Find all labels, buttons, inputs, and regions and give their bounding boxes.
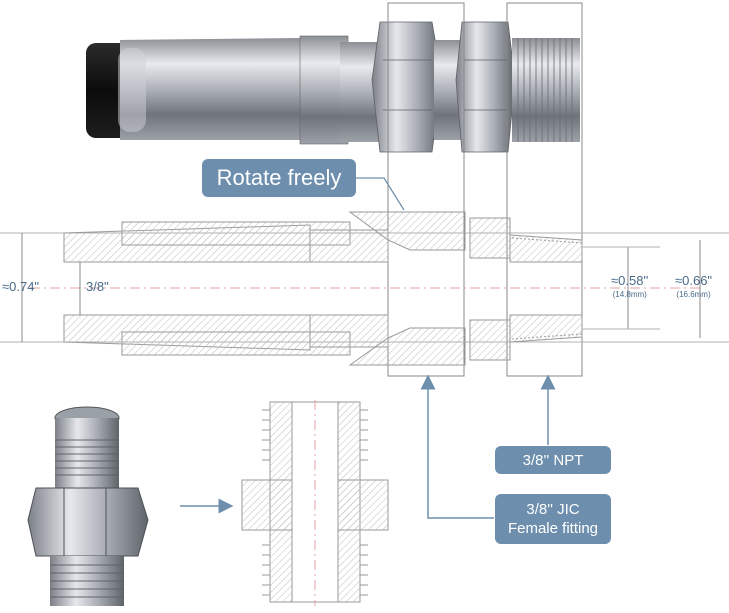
thread-minor-mm: (14.8mm) <box>612 290 647 299</box>
thread-major-mm: (16.6mm) <box>676 290 711 299</box>
jic-label-line1: 3/8'' JIC <box>526 501 580 518</box>
adapter-photo <box>27 406 149 606</box>
rotate-freely-badge: Rotate freely <box>202 159 356 197</box>
rotate-leader <box>356 177 405 211</box>
callout-arrows <box>180 374 556 519</box>
rotate-freely-label: Rotate freely <box>216 165 342 190</box>
thread-minor-value: ≈0.58'' <box>611 273 649 288</box>
thread-major-dimension: ≈0.66" (16.6mm) <box>675 274 712 302</box>
npt-label: 3/8'' NPT <box>522 451 584 469</box>
npt-badge: 3/8'' NPT <box>495 446 611 474</box>
hose-photo <box>86 21 580 153</box>
outer-hose-dimension: ≈0.74" <box>2 279 40 294</box>
thread-major-value: ≈0.66" <box>675 273 713 288</box>
adapter-section-drawing <box>241 400 389 606</box>
cross-section-drawing <box>0 211 729 366</box>
thread-minor-dimension: ≈0.58'' (14.8mm) <box>611 274 648 302</box>
jic-badge: 3/8'' JIC Female fitting <box>495 494 611 544</box>
inner-hose-dimension: 3/8" <box>86 279 109 294</box>
jic-label-line2: Female fitting <box>507 520 599 537</box>
